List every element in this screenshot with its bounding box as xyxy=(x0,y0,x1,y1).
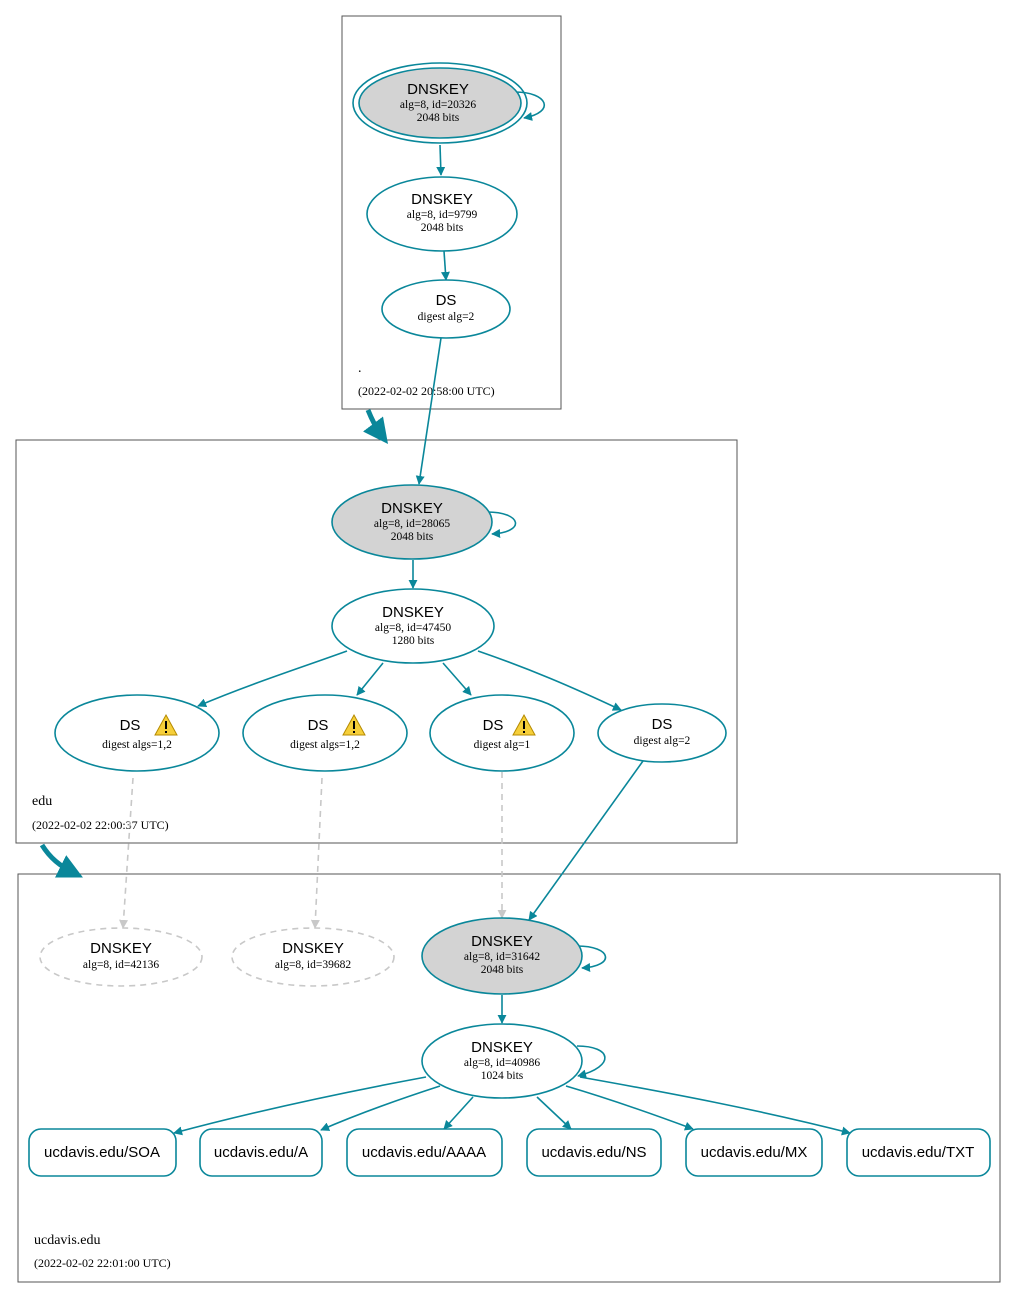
rrset-ns-label: ucdavis.edu/NS xyxy=(541,1144,646,1161)
zone-ucdavis: ucdavis.edu (2022-02-02 22:01:00 UTC) xyxy=(17,873,1001,1283)
zone-edu-time: (2022-02-02 22:00:37 UTC) xyxy=(32,818,169,832)
root-zsk-title: DNSKEY xyxy=(411,191,473,208)
root-ds-node[interactable]: DS digest alg=2 xyxy=(381,279,511,339)
rrset-mx-label: ucdavis.edu/MX xyxy=(701,1144,808,1161)
edu-ds4-line1: digest alg=2 xyxy=(634,735,691,747)
zone-ucdavis-name: ucdavis.edu xyxy=(34,1233,100,1248)
edu-zsk-node[interactable]: DNSKEY alg=8, id=47450 1280 bits xyxy=(331,588,495,664)
uc-missing-key-2-title: DNSKEY xyxy=(282,940,344,957)
root-ds-title: DS xyxy=(436,292,457,309)
edge-uc-zsk-soa xyxy=(173,1076,427,1136)
edu-ds2-title: DS xyxy=(308,717,329,734)
zone-root-box xyxy=(341,15,562,410)
edge-root-ds-edu-ksk xyxy=(415,337,442,485)
uc-missing-key-2-node[interactable]: DNSKEY alg=8, id=39682 xyxy=(231,927,395,987)
root-ksk-line1: alg=8, id=20326 xyxy=(400,99,476,111)
rrset-soa[interactable]: ucdavis.edu/SOA xyxy=(28,1128,177,1177)
root-zsk-node[interactable]: DNSKEY alg=8, id=9799 2048 bits xyxy=(366,176,518,252)
edu-ksk-title: DNSKEY xyxy=(381,500,443,517)
uc-ksk-line2: 2048 bits xyxy=(481,964,524,976)
edu-ds4-title: DS xyxy=(652,716,673,733)
uc-missing-key-1-node[interactable]: DNSKEY alg=8, id=42136 xyxy=(39,927,203,987)
edu-ds1-line1: digest algs=1,2 xyxy=(102,739,172,751)
edge-uc-zsk-self xyxy=(576,1045,606,1079)
rrset-a[interactable]: ucdavis.edu/A xyxy=(199,1128,323,1177)
warning-icon xyxy=(512,713,536,736)
rrset-aaaa[interactable]: ucdavis.edu/AAAA xyxy=(346,1128,503,1177)
edu-ds2-node[interactable]: DS digest algs=1,2 xyxy=(242,694,408,772)
edge-uc-zsk-txt xyxy=(579,1076,851,1136)
edge-root-zsk-ds xyxy=(440,250,450,281)
root-ksk-node[interactable]: DNSKEY alg=8, id=20326 2048 bits xyxy=(352,62,528,144)
rrset-ns[interactable]: ucdavis.edu/NS xyxy=(526,1128,662,1177)
edge-edu-zsk-ds1 xyxy=(197,650,348,707)
edu-ds1-node[interactable]: DS digest algs=1,2 xyxy=(54,694,220,772)
uc-missing-key-1-title: DNSKEY xyxy=(90,940,152,957)
edge-edu-ds4-uc-ksk xyxy=(528,760,644,921)
uc-zsk-line2: 1024 bits xyxy=(481,1070,524,1082)
edu-zsk-title: DNSKEY xyxy=(382,604,444,621)
edu-ds2-line1: digest algs=1,2 xyxy=(290,739,360,751)
rrset-txt[interactable]: ucdavis.edu/TXT xyxy=(846,1128,991,1177)
warning-icon xyxy=(342,713,366,736)
zone-ucdavis-time: (2022-02-02 22:01:00 UTC) xyxy=(34,1256,171,1270)
edu-ksk-line1: alg=8, id=28065 xyxy=(374,518,450,530)
root-ds-line1: digest alg=2 xyxy=(418,311,475,323)
edu-ksk-line2: 2048 bits xyxy=(391,531,434,543)
edu-ds4-node[interactable]: DS digest alg=2 xyxy=(597,703,727,763)
edge-uc-ksk-self xyxy=(576,945,607,973)
edge-uc-zsk-ns xyxy=(536,1096,572,1130)
edge-edu-zsk-ds2 xyxy=(356,662,384,696)
root-ksk-title: DNSKEY xyxy=(407,81,469,98)
uc-ksk-line1: alg=8, id=31642 xyxy=(464,951,540,963)
rrset-aaaa-label: ucdavis.edu/AAAA xyxy=(362,1144,486,1161)
edu-ds3-node[interactable]: DS digest alg=1 xyxy=(429,694,575,772)
rrset-soa-label: ucdavis.edu/SOA xyxy=(44,1144,160,1161)
edu-ds1-title: DS xyxy=(120,717,141,734)
rrset-a-label: ucdavis.edu/A xyxy=(214,1144,308,1161)
edge-edu-zsk-ds4 xyxy=(477,650,622,711)
edge-edu-ksk-self xyxy=(486,511,517,539)
edge-uc-zsk-aaaa xyxy=(443,1096,474,1130)
root-zsk-line2: 2048 bits xyxy=(421,222,464,234)
rrset-txt-label: ucdavis.edu/TXT xyxy=(862,1144,975,1161)
edu-zsk-line1: alg=8, id=47450 xyxy=(375,622,451,634)
edge-root-ksk-zsk xyxy=(436,144,446,176)
zone-root: . (2022-02-02 20:58:00 UTC) xyxy=(341,15,562,410)
uc-zsk-title: DNSKEY xyxy=(471,1039,533,1056)
edge-edu-zsk-ds3 xyxy=(442,662,472,696)
uc-zsk-line1: alg=8, id=40986 xyxy=(464,1057,540,1069)
edge-uc-zsk-a xyxy=(320,1085,441,1131)
warning-icon xyxy=(154,713,178,736)
root-zsk-line1: alg=8, id=9799 xyxy=(407,209,478,221)
uc-missing-key-1-line1: alg=8, id=42136 xyxy=(83,959,159,971)
edu-zsk-line2: 1280 bits xyxy=(392,635,435,647)
edge-uc-zsk-mx xyxy=(565,1085,694,1131)
zone-ucdavis-box xyxy=(17,873,1001,1283)
edu-ds3-title: DS xyxy=(483,717,504,734)
edge-edu-ds2-missing-key xyxy=(310,777,323,929)
uc-ksk-node[interactable]: DNSKEY alg=8, id=31642 2048 bits xyxy=(421,917,583,995)
edge-edu-ds1-missing-key xyxy=(119,777,134,929)
delegation-arrow-root-edu xyxy=(363,409,388,445)
zone-root-time: (2022-02-02 20:58:00 UTC) xyxy=(358,384,495,398)
edu-ksk-node[interactable]: DNSKEY alg=8, id=28065 2048 bits xyxy=(331,484,493,560)
uc-missing-key-2-line1: alg=8, id=39682 xyxy=(275,959,351,971)
uc-ksk-title: DNSKEY xyxy=(471,933,533,950)
zone-edu-name: edu xyxy=(32,794,52,809)
root-ksk-line2: 2048 bits xyxy=(417,112,460,124)
uc-zsk-node[interactable]: DNSKEY alg=8, id=40986 1024 bits xyxy=(421,1023,583,1099)
delegation-arrow-edu-ucdavis xyxy=(39,843,83,878)
edu-ds3-line1: digest alg=1 xyxy=(474,739,531,751)
zone-root-name: . xyxy=(358,361,362,376)
rrset-mx[interactable]: ucdavis.edu/MX xyxy=(685,1128,823,1177)
